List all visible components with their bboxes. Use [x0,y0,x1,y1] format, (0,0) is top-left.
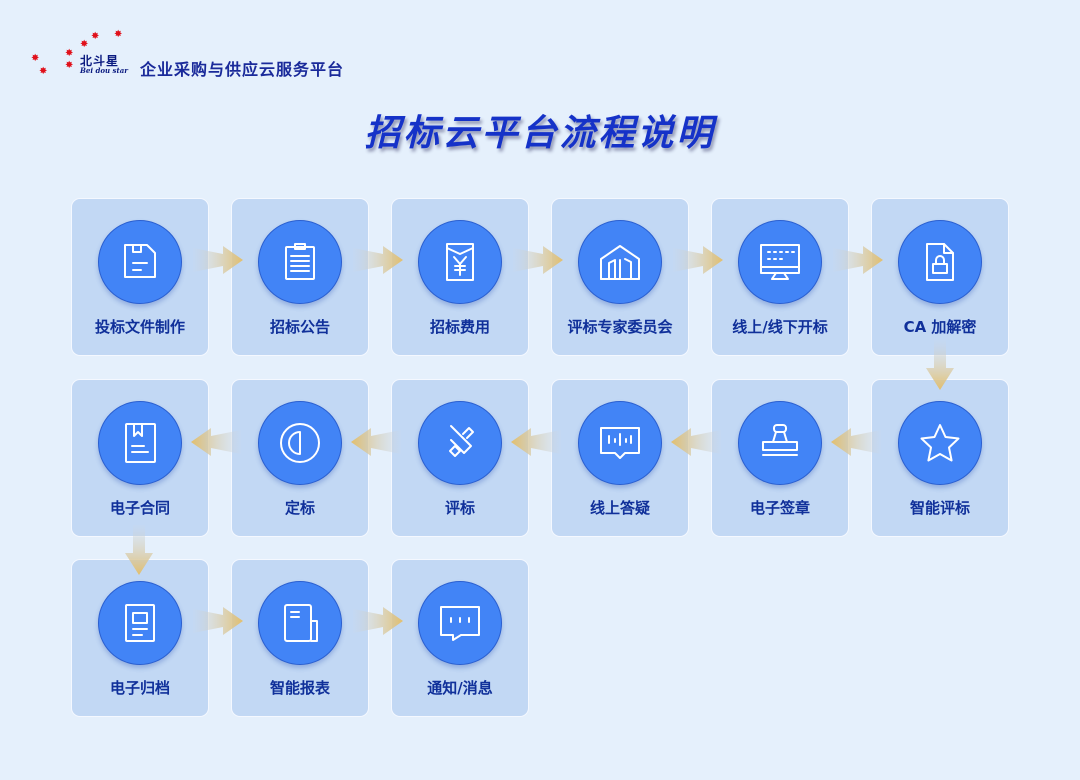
message-icon [578,401,662,485]
arrow-right-icon [833,246,883,274]
report-icon [258,581,342,665]
step-label: 智能报表 [269,679,330,697]
step-label: 电子归档 [109,679,170,697]
logo-text-en: Bei dou star [80,66,128,75]
stamp-icon [738,401,822,485]
file-lock-icon [898,220,982,304]
brand-name: 企业采购与供应云服务平台 [140,60,345,79]
archive-icon [98,581,182,665]
arrow-right-icon [353,246,403,274]
arrow-right-icon [193,246,243,274]
step-label: 电子合同 [109,499,170,517]
step-card[interactable]: 智能报表 [231,559,369,717]
step-card[interactable]: 通知/消息 [391,559,529,717]
step-card[interactable]: 投标文件制作 [71,198,209,356]
step-card[interactable]: 定标 [231,379,369,537]
step-card[interactable]: 招标费用 [391,198,529,356]
step-label: CA 加解密 [903,318,977,336]
step-label: 评标专家委员会 [567,318,673,336]
step-label: 投标文件制作 [94,318,185,336]
arrow-left-icon [511,428,561,456]
arrow-right-icon [673,246,723,274]
step-card[interactable]: 电子归档 [71,559,209,717]
step-card[interactable]: 评标专家委员会 [551,198,689,356]
arrow-right-icon [193,607,243,635]
building-icon [578,220,662,304]
step-label: 招标费用 [429,318,490,336]
step-label: 定标 [284,499,315,517]
step-card[interactable]: 招标公告 [231,198,369,356]
step-card[interactable]: 电子签章 [711,379,849,537]
step-card[interactable]: 评标 [391,379,529,537]
logo-text-cn: 北斗星 [80,54,120,68]
step-label: 电子签章 [749,499,810,517]
arrow-down-icon [926,340,954,390]
yuan-receipt-icon [418,220,502,304]
step-card[interactable]: 线上/线下开标 [711,198,849,356]
page-title: 招标云平台流程说明 [364,113,716,154]
clipboard-icon [258,220,342,304]
arrow-right-icon [513,246,563,274]
logo: ✸ ✸ ✸ ✸ ✸ ✸ ✸ 北斗星 Bei dou star [31,29,128,77]
step-label: 通知/消息 [427,679,493,697]
step-label: 招标公告 [269,318,330,336]
arrow-right-icon [353,607,403,635]
chat-icon [418,581,502,665]
step-card[interactable]: 电子合同 [71,379,209,537]
bookmark-document-icon [98,401,182,485]
save-document-icon [98,220,182,304]
step-label: 评标 [444,499,475,517]
step-card[interactable]: 智能评标 [871,379,1009,537]
step-label: 智能评标 [909,499,970,517]
star-icon [898,401,982,485]
step-label: 线上答疑 [589,499,650,517]
arrow-left-icon [191,428,241,456]
arrow-left-icon [351,428,401,456]
step-card[interactable]: 线上答疑 [551,379,689,537]
arrow-down-icon [125,525,153,575]
pencil-icon [418,401,502,485]
step-label: 线上/线下开标 [732,318,828,336]
arrow-left-icon [671,428,721,456]
arrow-left-icon [831,428,881,456]
monitor-keyboard-icon [738,220,822,304]
step-card[interactable]: CA 加解密 [871,198,1009,356]
half-circle-icon [258,401,342,485]
